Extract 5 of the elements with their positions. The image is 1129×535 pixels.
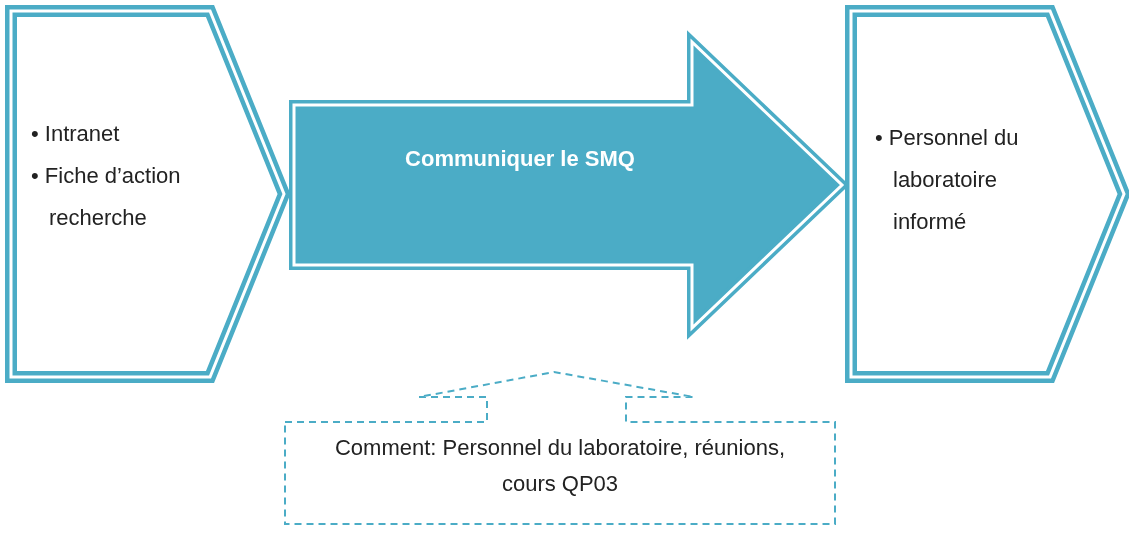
comment-text: Comment: Personnel du laboratoire, réunions, cours QP03 bbox=[334, 434, 786, 498]
bullet-item: • Fiche d’action recherche bbox=[31, 162, 182, 232]
bullet-item: • Personnel du laboratoire informé bbox=[875, 124, 1020, 236]
bullet-item: • Intranet bbox=[31, 120, 121, 148]
edge-label: Communiquer le SMQ bbox=[404, 146, 636, 172]
